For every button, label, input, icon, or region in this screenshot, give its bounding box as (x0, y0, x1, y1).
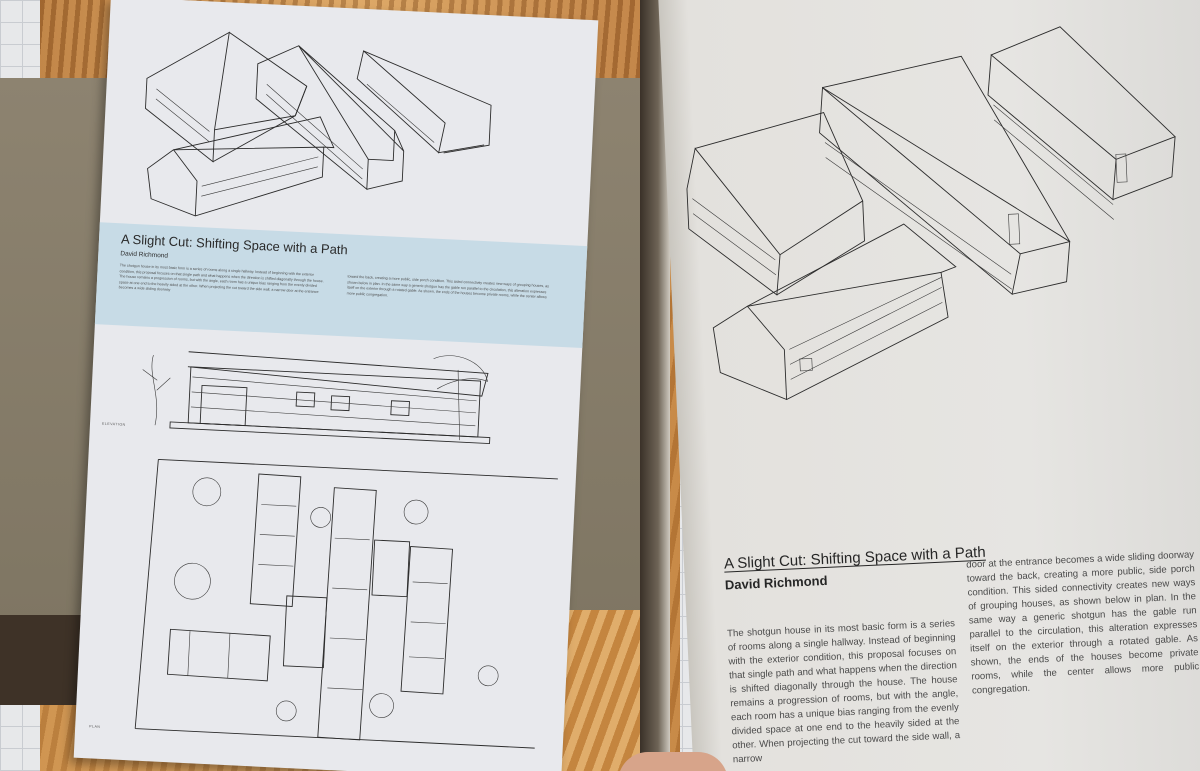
book-page-right: A Slight Cut: Shifting Space with a Path… (657, 0, 1200, 771)
isometric-houses-drawing-large (686, 26, 1176, 401)
elevation-drawing (142, 351, 491, 445)
page-title: A Slight Cut: Shifting Space with a Path (723, 543, 986, 573)
page-text-column-left: The shotgun house in its most basic form… (726, 618, 961, 766)
site-plan-drawing (134, 458, 558, 749)
insert-card: A Slight Cut: Shifting Space with a Path… (73, 0, 599, 771)
page-text-column-right: door at the entrance becomes a wide slid… (966, 549, 1200, 697)
isometric-houses-drawing-small (145, 31, 492, 217)
plan-label: PLAN (89, 724, 101, 729)
fingertip (618, 752, 728, 771)
page-author: David Richmond (724, 572, 828, 593)
